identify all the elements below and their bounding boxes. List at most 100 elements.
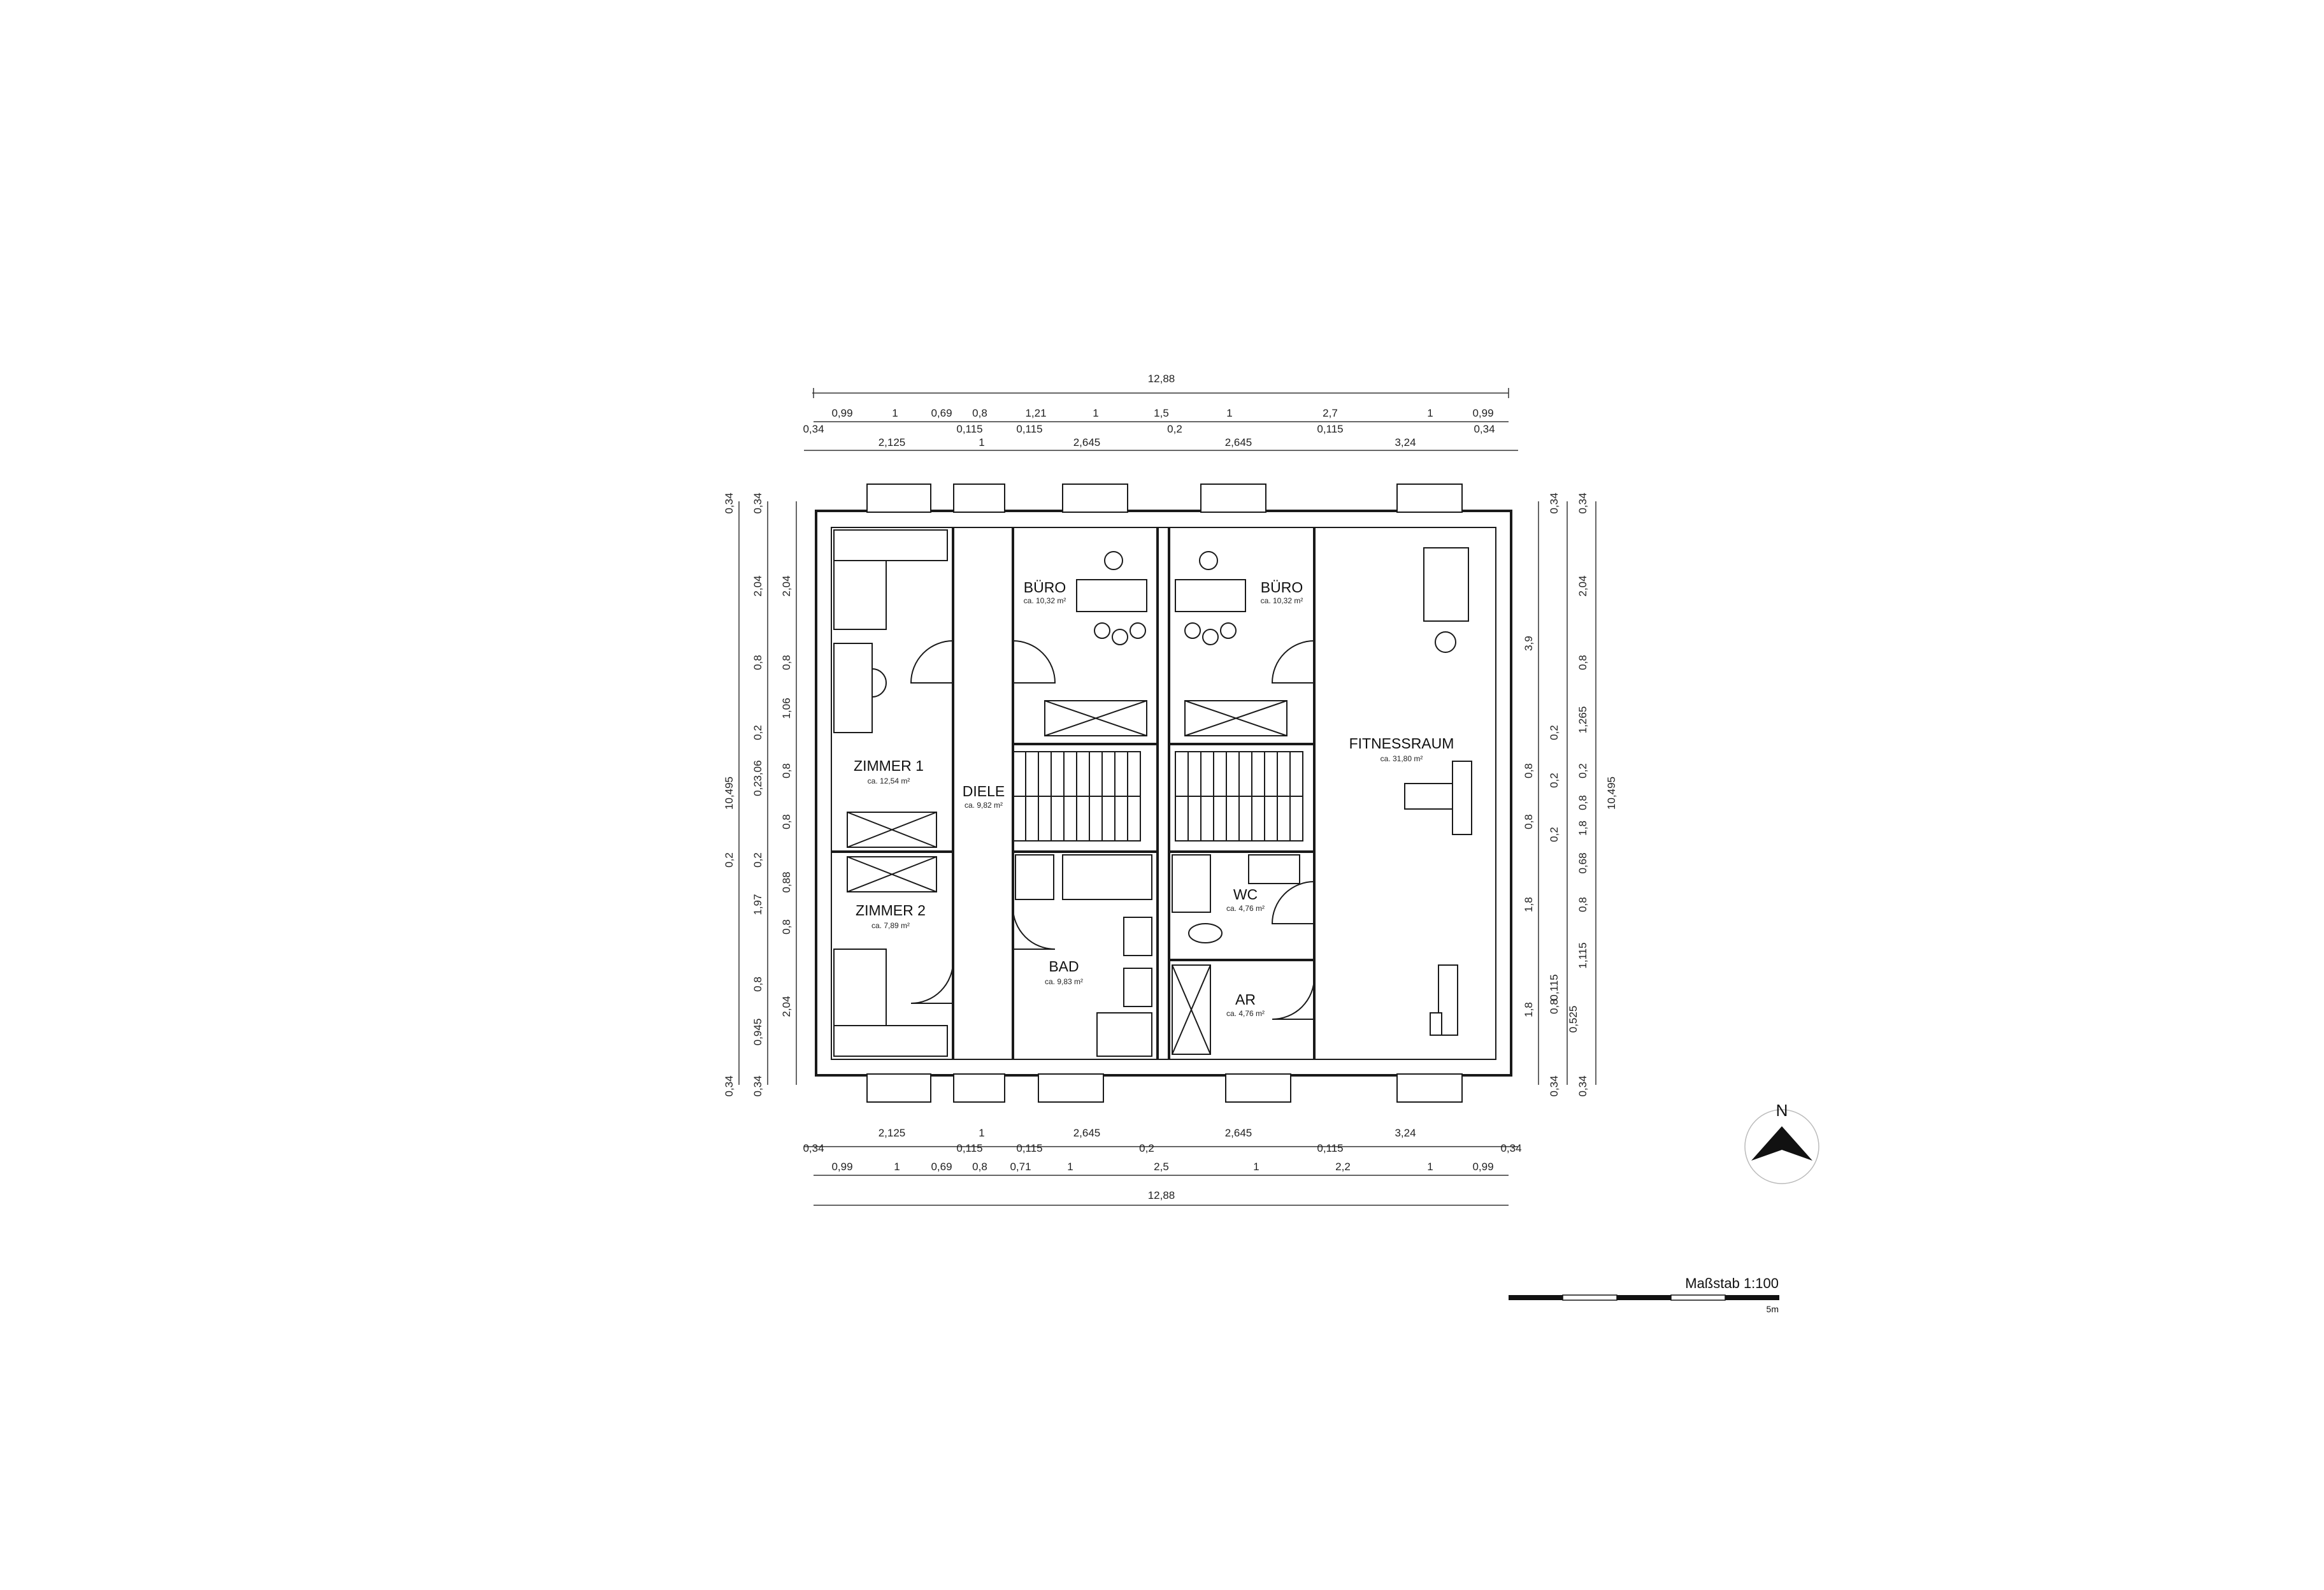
- north-compass: N: [1744, 1101, 1819, 1184]
- scale-title: Maßstab 1:100: [1685, 1275, 1779, 1291]
- dim-label: 2,7: [1323, 407, 1338, 419]
- dim-label: 0,71: [1010, 1161, 1031, 1173]
- room-area-zimmer-1: ca. 12,54 m²: [868, 777, 910, 785]
- compass-ring-icon: [1744, 1109, 1819, 1184]
- left-total-dim: 10,495: [723, 777, 735, 810]
- dim-label: 0,2: [1548, 773, 1560, 788]
- dim-label: 1,8: [1523, 897, 1535, 912]
- right-total-dim: 10,495: [1605, 777, 1617, 810]
- room-name-wc: WC: [1233, 886, 1258, 903]
- dim-label: 0,34: [1500, 1142, 1521, 1154]
- stairs: [1012, 751, 1303, 842]
- scale-bar: Maßstab 1:100 5m: [1509, 1275, 1779, 1314]
- building-walls: [815, 510, 1512, 1077]
- dim-label: 0,8: [752, 655, 764, 670]
- room-name-ar: AR: [1235, 991, 1256, 1008]
- dim-label: 0,8: [1577, 897, 1589, 912]
- dim-label: 0,2: [1139, 1142, 1154, 1154]
- north-arrow-icon: [1751, 1126, 1812, 1161]
- dim-label: 2,125: [879, 436, 906, 448]
- dim-label: 3,24: [1395, 436, 1416, 448]
- dim-label: 0,8: [1523, 814, 1535, 829]
- top-total-dim: 12,88: [1148, 373, 1175, 385]
- room-name-bad: BAD: [1049, 958, 1079, 975]
- room-area-buero-right: ca. 10,32 m²: [1261, 596, 1303, 605]
- dim-label: 0,8: [972, 407, 987, 419]
- dim-label: 1: [1427, 1161, 1433, 1173]
- dim-label: 0,99: [1472, 407, 1493, 419]
- dim-label: 1: [1253, 1161, 1259, 1173]
- dim-label: 1,265: [1577, 706, 1589, 734]
- dim-label: 2,645: [1073, 1127, 1101, 1139]
- dim-label: 0,115: [1317, 1142, 1343, 1154]
- dim-label: 1: [1093, 407, 1098, 419]
- dim-label: 0,2: [752, 725, 764, 740]
- dim-label: 1,06: [780, 698, 793, 719]
- dim-label: 0,34: [1548, 1075, 1560, 1096]
- dim-label: 0,8: [1577, 795, 1589, 810]
- bedroom-furniture: [833, 529, 948, 1057]
- compass-north-label: N: [1776, 1101, 1788, 1120]
- office-furniture: [1044, 551, 1288, 736]
- room-labels: ZIMMER 1 ca. 12,54 m² ZIMMER 2 ca. 7,89 …: [854, 579, 1454, 1018]
- dim-label: 0,34: [752, 492, 764, 513]
- dim-label: 0,8: [1577, 655, 1589, 670]
- dim-label: 0,8: [780, 814, 793, 829]
- dim-label: 0,8: [780, 763, 793, 778]
- room-name-zimmer-1: ZIMMER 1: [854, 757, 924, 774]
- dim-label: 2,04: [1577, 575, 1589, 596]
- dim-label: 1,5: [1154, 407, 1169, 419]
- bathroom-fixtures: [1015, 854, 1300, 1057]
- right-dimension-chain: 0,34 3,9 0,2 0,8 0,2 0,8 0,2 1,8 1,8 0,1…: [1523, 492, 1617, 1096]
- dim-label: 0,34: [723, 492, 735, 513]
- dim-label: 0,8: [1523, 763, 1535, 778]
- dim-label: 0,115: [956, 423, 982, 435]
- dim-label: 0,34: [752, 1075, 764, 1096]
- windows-bottom: [866, 1073, 1463, 1103]
- dim-label: 2,04: [780, 575, 793, 596]
- dim-label: 1: [1067, 1161, 1073, 1173]
- room-area-ar: ca. 4,76 m²: [1226, 1009, 1265, 1018]
- dim-label: 1: [892, 407, 898, 419]
- dim-label: 2,04: [780, 996, 793, 1017]
- dim-label: 0,88: [780, 871, 793, 892]
- room-area-bad: ca. 9,83 m²: [1045, 977, 1083, 986]
- room-name-fitnessraum: FITNESSRAUM: [1349, 735, 1454, 752]
- dim-label: 1: [1226, 407, 1232, 419]
- dim-label: 0,34: [1548, 492, 1560, 513]
- dim-label: 1,21: [1025, 407, 1046, 419]
- dim-label: 3,24: [1395, 1127, 1416, 1139]
- dim-label: 0,945: [752, 1019, 764, 1046]
- room-area-wc: ca. 4,76 m²: [1226, 904, 1265, 913]
- dim-label: 0,2: [1167, 423, 1182, 435]
- dim-label: 0,2: [752, 781, 764, 796]
- dim-label: 1,97: [752, 894, 764, 915]
- dim-label: 0,115: [1016, 1142, 1042, 1154]
- room-name-diele: DIELE: [963, 783, 1005, 799]
- dim-label: 0,8: [972, 1161, 987, 1173]
- room-name-zimmer-2: ZIMMER 2: [856, 902, 926, 919]
- fitness-equipment: [1404, 547, 1472, 1036]
- dim-label: 2,04: [752, 575, 764, 596]
- dim-label: 0,115: [1317, 423, 1343, 435]
- dim-label: 0,34: [803, 1142, 824, 1154]
- bottom-dimension-chain: 2,125 1 2,645 2,645 3,24 0,34 0,115 0,11…: [803, 1127, 1522, 1206]
- scale-unit: 5m: [1767, 1304, 1779, 1314]
- windows-top: [866, 483, 1463, 513]
- dim-label: 0,525: [1567, 1006, 1579, 1033]
- dim-label: 0,99: [831, 407, 852, 419]
- dim-label: 1: [894, 1161, 900, 1173]
- dim-label: 3,06: [752, 760, 764, 781]
- dim-label: 2,645: [1225, 1127, 1252, 1139]
- dim-label: 3,9: [1523, 636, 1535, 651]
- doors: [910, 640, 1315, 1020]
- dim-label: 0,115: [1016, 423, 1042, 435]
- room-area-buero-left: ca. 10,32 m²: [1024, 596, 1066, 605]
- dim-label: 0,8: [752, 977, 764, 992]
- left-dimension-chain: 10,495 0,34 2,04 0,8 3,06 0,2 1,97 0,8 0…: [723, 492, 797, 1097]
- room-area-zimmer-2: ca. 7,89 m²: [872, 921, 910, 930]
- dim-label: 0,8: [780, 919, 793, 935]
- dim-label: 0,34: [723, 1075, 735, 1096]
- dim-label: 0,115: [956, 1142, 982, 1154]
